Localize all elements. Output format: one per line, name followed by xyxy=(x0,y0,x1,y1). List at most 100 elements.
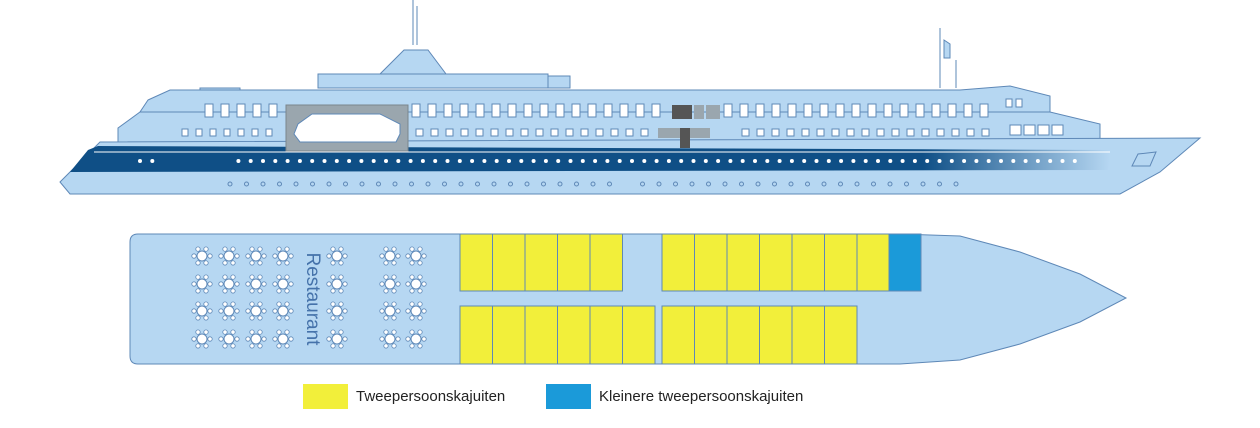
porthole xyxy=(765,159,770,163)
cabin-double xyxy=(694,305,728,365)
window xyxy=(835,103,845,118)
cabin-double xyxy=(791,233,825,292)
porthole xyxy=(236,159,241,163)
porthole xyxy=(227,181,233,187)
porthole xyxy=(531,159,536,163)
porthole xyxy=(689,181,695,187)
restaurant-table xyxy=(326,329,348,349)
window xyxy=(415,128,424,137)
restaurant-table xyxy=(218,329,240,349)
window xyxy=(460,128,469,137)
restaurant-table xyxy=(191,301,213,321)
window xyxy=(723,103,733,118)
window xyxy=(195,128,203,137)
window xyxy=(1009,124,1022,136)
restaurant-table xyxy=(379,301,401,321)
restaurant-table xyxy=(379,246,401,266)
restaurant-tables xyxy=(191,246,427,349)
window xyxy=(265,128,273,137)
window xyxy=(831,128,840,137)
ship-side-view xyxy=(59,0,1202,195)
porthole xyxy=(248,159,253,163)
cabin-double xyxy=(759,305,793,365)
window xyxy=(443,103,453,118)
porthole xyxy=(642,159,647,163)
cabin-double xyxy=(661,233,695,292)
porthole xyxy=(1023,159,1028,163)
porthole xyxy=(359,159,364,163)
porthole xyxy=(150,159,155,163)
window xyxy=(475,103,485,118)
restaurant-table xyxy=(405,246,427,266)
restaurant-table xyxy=(272,274,294,294)
cabin-double xyxy=(459,305,493,365)
porthole xyxy=(273,159,278,163)
restaurant-table xyxy=(191,329,213,349)
window xyxy=(981,128,990,137)
porthole xyxy=(953,181,959,187)
window xyxy=(816,128,825,137)
porthole xyxy=(1035,159,1040,163)
window xyxy=(951,128,960,137)
window xyxy=(906,128,915,137)
window xyxy=(565,128,574,137)
cabin-double xyxy=(726,305,760,365)
window xyxy=(251,128,259,137)
lifeboat xyxy=(293,113,401,143)
cabin-double xyxy=(524,305,558,365)
cabin-double xyxy=(589,305,623,365)
legend-swatch-small xyxy=(546,384,591,409)
porthole xyxy=(590,181,596,187)
window xyxy=(587,103,597,118)
window xyxy=(947,103,957,118)
restaurant-table xyxy=(245,301,267,321)
restaurant-table xyxy=(218,246,240,266)
porthole xyxy=(607,181,612,187)
porthole xyxy=(557,181,563,187)
restaurant-table xyxy=(218,274,240,294)
restaurant-table xyxy=(326,301,348,321)
porthole xyxy=(876,159,880,163)
window xyxy=(223,128,231,137)
porthole xyxy=(409,181,414,187)
bridge-dark-windows xyxy=(658,105,720,148)
porthole xyxy=(494,159,499,163)
porthole xyxy=(543,159,548,163)
window xyxy=(610,128,619,137)
porthole xyxy=(568,159,573,163)
porthole xyxy=(986,159,991,163)
window xyxy=(625,128,634,137)
porthole xyxy=(482,159,487,163)
porthole xyxy=(347,159,352,163)
porthole xyxy=(904,181,909,187)
porthole xyxy=(962,159,967,163)
porthole xyxy=(445,159,450,163)
porthole xyxy=(753,159,757,163)
window xyxy=(535,128,544,137)
porthole xyxy=(541,181,546,187)
porthole xyxy=(739,181,744,187)
porthole xyxy=(937,159,942,163)
window xyxy=(430,128,439,137)
window xyxy=(771,128,780,137)
porthole xyxy=(912,159,917,163)
porthole xyxy=(999,159,1003,163)
porthole xyxy=(244,181,249,187)
cabin-double xyxy=(694,233,728,292)
porthole xyxy=(261,159,265,163)
cabin-double xyxy=(726,233,760,292)
porthole xyxy=(839,159,844,163)
window xyxy=(236,103,246,118)
porthole xyxy=(920,181,926,187)
window xyxy=(1051,124,1064,136)
porthole xyxy=(343,181,348,187)
porthole xyxy=(1072,159,1077,163)
porthole xyxy=(442,181,447,187)
porthole xyxy=(666,159,671,163)
porthole xyxy=(334,159,339,163)
porthole xyxy=(716,159,721,163)
porthole xyxy=(508,181,513,187)
porthole xyxy=(617,159,622,163)
window xyxy=(539,103,549,118)
